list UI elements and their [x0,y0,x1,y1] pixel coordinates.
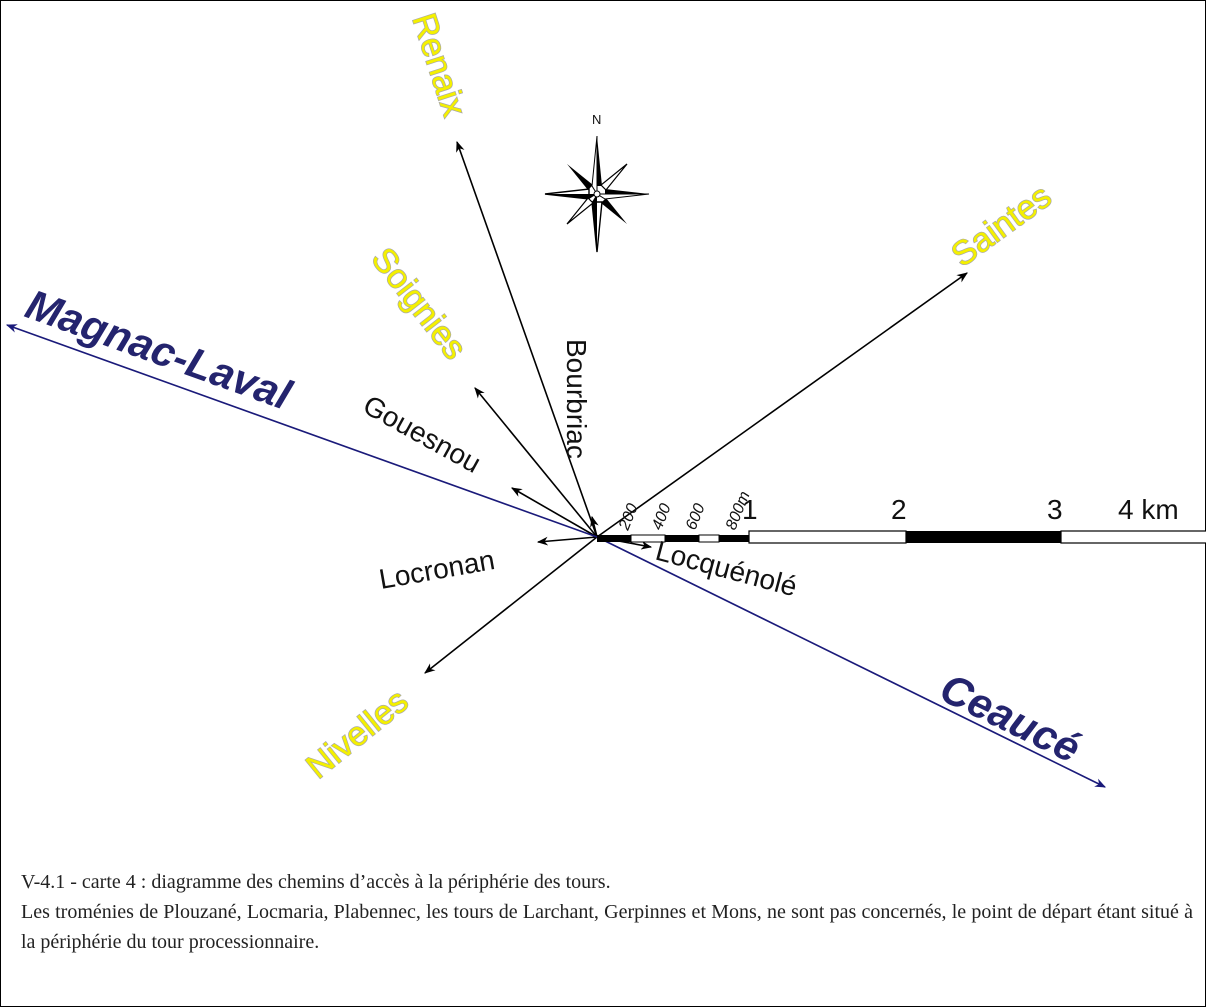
scale-segment-2-3km [906,531,1061,543]
compass-north-label: N [592,112,601,127]
route-lines [5,140,1106,788]
label-renaix: Renaix [404,9,473,121]
scale-segment-600-800 [698,534,720,543]
scale-segment-3-4km [1060,530,1206,544]
scale-label-2: 2 [891,494,907,525]
scale-label-1: 1 [742,494,758,525]
label-saintes: Saintes [944,177,1058,274]
label-magnac-laval: Magnac-Laval [20,280,299,419]
access-paths-diagram: 200 400 600 800m 1 2 3 4 km N R [5,8,1206,788]
scale-label-3: 3 [1047,494,1063,525]
label-soignies: Soignies [364,241,474,367]
scale-bar: 200 400 600 800m 1 2 3 4 km [597,489,1206,544]
scale-segment-1-2km [748,530,907,544]
route-line-magnac-laval [5,324,598,538]
route-line-saintes [596,272,968,538]
scale-segment-0-200 [597,535,631,542]
scale-label-200: 200 [616,501,642,533]
compass-rose-icon [544,135,650,253]
scale-label-400: 400 [649,501,675,532]
label-ceauce: Ceaucé [933,664,1088,772]
label-locronan: Locronan [377,544,497,595]
scale-segment-800-1000 [719,535,749,542]
caption-title: V-4.1 - carte 4 : diagramme des chemins … [21,871,611,893]
figure-caption: V-4.1 - carte 4 : diagramme des chemins … [21,867,1193,957]
scale-label-4km: 4 km [1118,494,1179,525]
route-line-ceauce [596,536,1106,788]
caption-note: Les troménies de Plouzané, Locmaria, Pla… [21,901,1193,953]
route-line-bourbriac [590,515,599,538]
label-nivelles: Nivelles [299,682,415,786]
route-line-soignies [474,387,598,538]
route-line-locronan [536,536,598,546]
label-locquenole: Locquénolé [652,535,800,602]
label-bourbriac: Bourbriac [561,339,592,459]
label-gouesnou: Gouesnou [358,389,486,479]
scale-label-600: 600 [683,501,709,532]
route-line-gouesnou [511,487,598,538]
route-line-renaix [456,140,598,538]
scale-segment-400-600 [665,535,699,542]
route-line-nivelles [424,536,598,674]
